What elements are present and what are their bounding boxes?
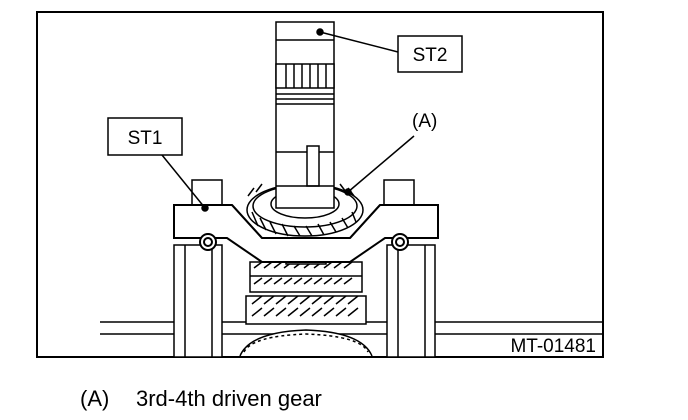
a-label: (A)	[412, 111, 437, 132]
figure-code: MT-01481	[510, 336, 596, 357]
st2-label: ST2	[413, 45, 448, 66]
st1-label: ST1	[128, 128, 163, 149]
leader-lines	[161, 28, 415, 212]
lower-gears	[239, 261, 373, 357]
st2-label-box	[397, 35, 463, 73]
st1-label-box	[107, 117, 183, 156]
legend-caption: (A) 3rd-4th driven gear	[80, 386, 322, 412]
legend-text: 3rd-4th driven gear	[136, 386, 322, 411]
a-leader-dot	[344, 188, 352, 196]
st2-shaft	[275, 21, 335, 209]
legend-key: (A)	[80, 386, 110, 411]
st1-plate	[173, 204, 439, 263]
st1-leader-dot	[201, 204, 209, 212]
st2-leader-dot	[316, 28, 324, 36]
